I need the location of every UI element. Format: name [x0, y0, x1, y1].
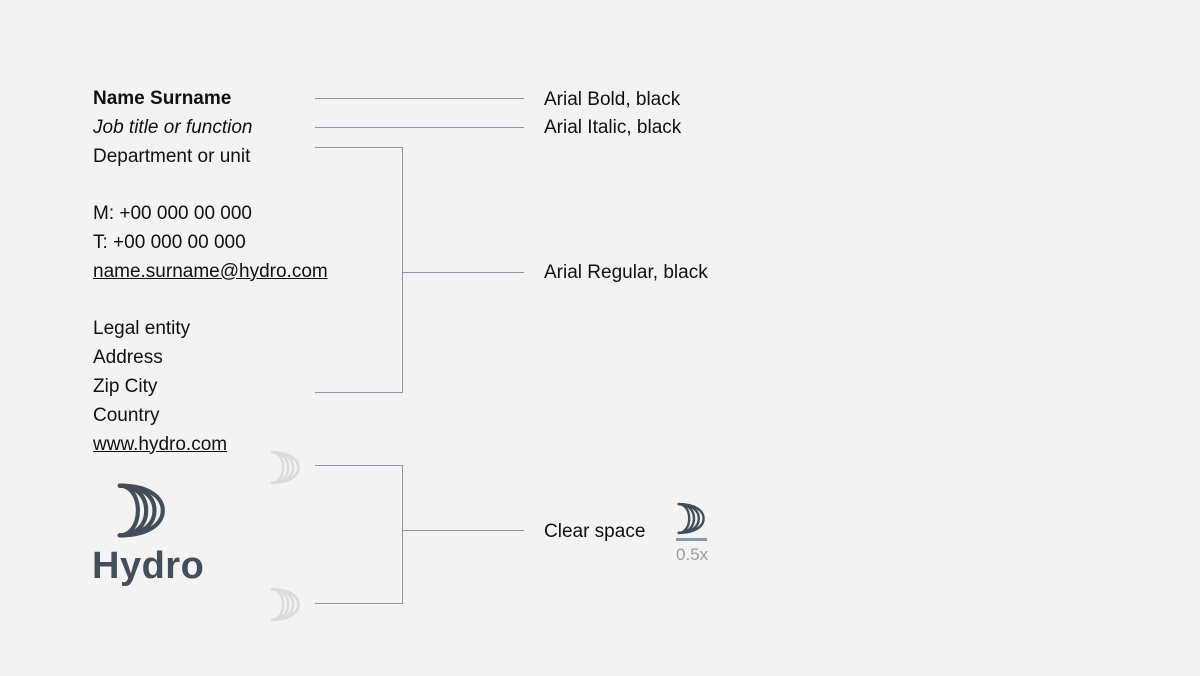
signature-legal-entity: Legal entity: [93, 318, 191, 340]
signature-website: www.hydro.com: [93, 433, 228, 455]
clear-space-scale-icon: [676, 502, 706, 535]
annotation-arial-regular: Arial Regular, black: [544, 262, 708, 283]
clear-space-scale-label: 0.5x: [676, 545, 709, 564]
signature-phone: T: +00 000 00 000: [93, 231, 246, 253]
hydro-wordmark: Hydro: [92, 545, 205, 587]
signature-email: name.surname@hydro.com: [93, 260, 328, 282]
annotation-arial-italic: Arial Italic, black: [544, 117, 682, 138]
signature-spacer: [93, 287, 328, 316]
annotation-clear-space: Clear space: [544, 521, 646, 542]
bracket-clear-space: [315, 465, 403, 604]
signature-zip-city: Zip City: [93, 375, 158, 397]
connector-line-name: [315, 98, 524, 99]
hydro-crescent-icon: [115, 482, 167, 539]
signature-spacer: [93, 171, 328, 200]
clear-space-scale-bar: [676, 538, 707, 541]
clear-space-ghost-icon-bottom: [269, 587, 301, 622]
signature-department: Department or unit: [93, 145, 251, 167]
signature-name: Name Surname: [93, 88, 232, 109]
signature-email-line: name.surname@hydro.com: [93, 258, 328, 287]
connector-line-body: [403, 272, 524, 273]
connector-line-job-title: [315, 127, 524, 128]
bracket-body-text: [315, 147, 403, 393]
signature-address: Address: [93, 347, 163, 369]
connector-line-clear-space: [403, 530, 524, 531]
annotation-arial-bold: Arial Bold, black: [544, 89, 681, 110]
signature-job-title: Job title or function: [93, 116, 253, 138]
signature-block: Name Surname Job title or function Depar…: [93, 85, 328, 459]
clear-space-ghost-icon-top: [269, 450, 301, 485]
signature-mobile: M: +00 000 00 000: [93, 203, 252, 225]
signature-website-line: www.hydro.com: [93, 431, 328, 460]
signature-country: Country: [93, 404, 160, 426]
